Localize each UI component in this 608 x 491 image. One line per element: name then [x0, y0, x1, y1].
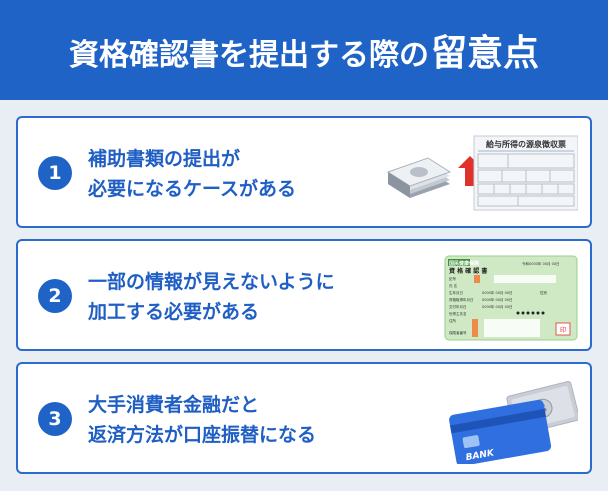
withholding-slip-document: 給与所得の源泉徴収票: [473, 135, 578, 211]
card-field-6: 住所: [449, 318, 457, 323]
card-field-0: 記号: [449, 276, 457, 281]
point-title-line-2: 返済方法が口座振替になる: [88, 424, 317, 446]
card-field-7: 保険者番号: [449, 330, 467, 335]
card-issue-date: 令和0000年 00月 00日: [522, 261, 560, 266]
page-title: 資格確認書を提出する際の 留意点: [69, 24, 539, 76]
masked-dots: [516, 311, 545, 315]
page-title-accent: 留意点: [430, 33, 539, 74]
doc-title: 給与所得の源泉徴収票: [486, 139, 566, 149]
header-banner: 資格確認書を提出する際の 留意点: [0, 0, 608, 100]
card-field-1: 氏 名: [449, 283, 457, 288]
card-field-5: 世帯主氏名: [449, 311, 467, 316]
card-title: 資 格 確 認 書: [449, 267, 487, 275]
bank-transfer-illustration: $ BANK: [449, 380, 578, 464]
point-title: 一部の情報が見えないように 加工する必要がある: [88, 267, 418, 327]
card-date-value-0: 0000年 00月 00日: [482, 290, 513, 295]
point-title-line-1: 一部の情報が見えないように: [88, 271, 335, 293]
point-card-1: 1 補助書類の提出が 必要になるケースがある 給与所得の源泉徴収票: [16, 116, 592, 228]
card-stamp: 印: [560, 327, 566, 334]
money-stack-icon: [386, 157, 452, 198]
card-field-4: 交付年月日: [449, 304, 467, 309]
card-date-value-1: 0000年 00月 00日: [482, 297, 513, 302]
insurance-card-illustration: 国民健康保険 資 格 確 認 書 令和0000年 00月 00日 記号 氏 名 …: [444, 255, 578, 341]
card-header: 国民健康保険: [449, 260, 480, 267]
card-field-3: 資格取得年月日: [449, 297, 474, 302]
point-title-line-2: 加工する必要がある: [88, 301, 260, 323]
page-title-main: 資格確認書を提出する際の: [68, 38, 429, 73]
point-card-3: 3 大手消費者金融だと 返済方法が口座振替になる $ BANK: [16, 362, 592, 474]
point-number-badge: 1: [38, 156, 72, 190]
point-number-badge: 2: [38, 279, 72, 313]
point-title-line-2: 必要になるケースがある: [88, 178, 297, 200]
point-title: 大手消費者金融だと 返済方法が口座振替になる: [88, 390, 418, 450]
card-gender-label: 性別: [540, 290, 548, 295]
card-date-value-2: 0000年 00月 00日: [482, 304, 513, 309]
point-number-badge: 3: [38, 402, 72, 436]
point-title-line-1: 大手消費者金融だと: [88, 394, 260, 416]
point-title-line-1: 補助書類の提出が: [88, 148, 241, 170]
point-card-2: 2 一部の情報が見えないように 加工する必要がある 国民健康保険 資 格 確 認…: [16, 239, 592, 351]
point-title: 補助書類の提出が 必要になるケースがある: [88, 144, 418, 204]
bank-card-icon: BANK: [449, 399, 552, 464]
supporting-document-illustration: 給与所得の源泉徴収票: [386, 135, 578, 211]
card-field-2: 生年月日: [449, 290, 463, 295]
